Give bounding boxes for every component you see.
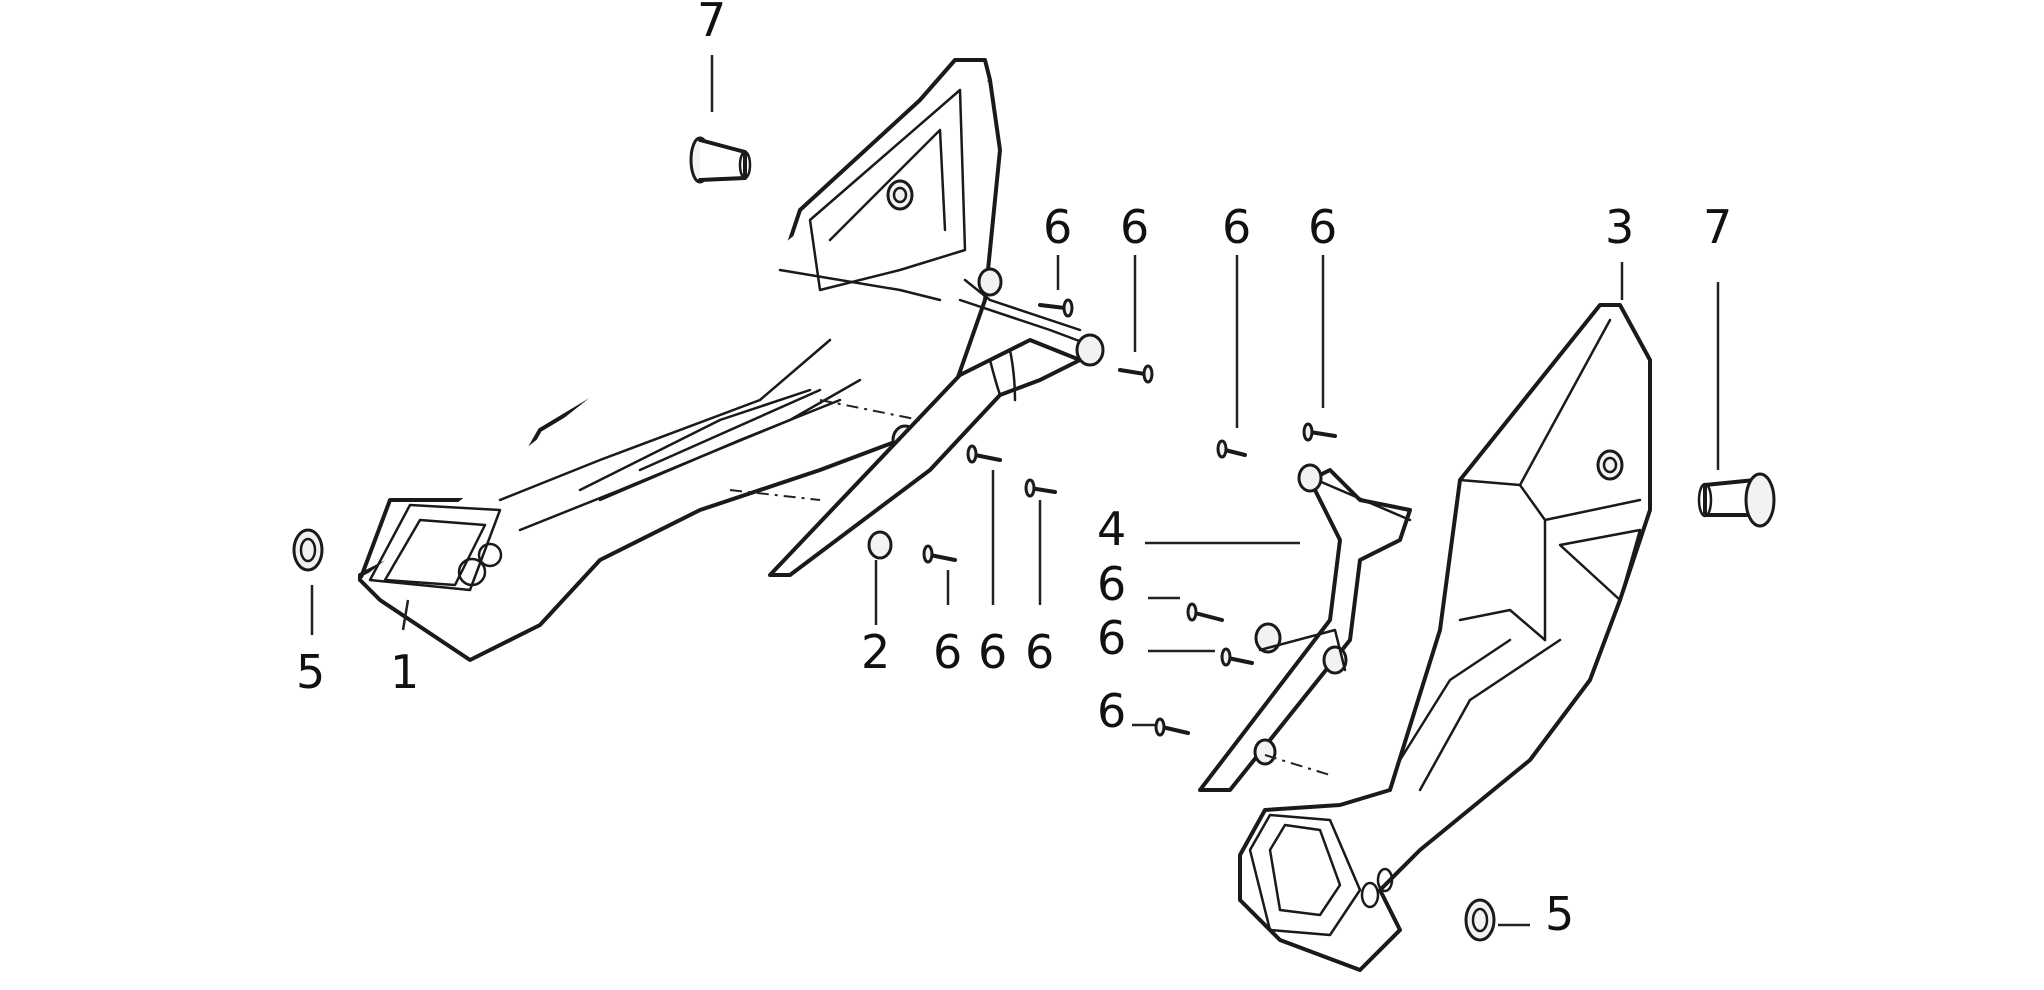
screw-6f xyxy=(1220,647,1254,667)
screw-6e xyxy=(1186,602,1224,622)
callout-6-i: 6 xyxy=(978,625,1007,679)
screw-6c xyxy=(1216,439,1247,459)
callout-5-left: 5 xyxy=(296,645,325,699)
callout-6-a: 6 xyxy=(1043,200,1072,254)
bolt-7-right xyxy=(1697,472,1776,528)
screw-6d xyxy=(1302,422,1337,442)
callout-4: 4 xyxy=(1097,502,1126,556)
screw-6b xyxy=(1118,364,1154,384)
callout-6-h: 6 xyxy=(933,625,962,679)
callout-2: 2 xyxy=(861,625,890,679)
bolt-7-left xyxy=(689,136,752,184)
callout-7-top: 7 xyxy=(697,0,726,47)
left-footrest-bracket xyxy=(358,58,1002,662)
right-heel-guard-plate xyxy=(1198,463,1412,792)
callout-3: 3 xyxy=(1605,200,1634,254)
callout-6-b: 6 xyxy=(1120,200,1149,254)
callout-6-g: 6 xyxy=(1097,684,1126,738)
callout-6-d: 6 xyxy=(1308,200,1337,254)
collar-5-left xyxy=(292,528,324,572)
left-heel-guard-plate xyxy=(768,267,1105,577)
callout-6-f: 6 xyxy=(1097,611,1126,665)
callout-6-e: 6 xyxy=(1097,557,1126,611)
screw-6a xyxy=(1038,298,1074,318)
screw-6j xyxy=(1024,478,1057,498)
callout-6-j: 6 xyxy=(1025,625,1054,679)
right-assembly-centerline xyxy=(1264,754,1331,776)
callout-5-right: 5 xyxy=(1545,887,1574,941)
callout-1: 1 xyxy=(390,645,419,699)
left-assembly-centerline-2 xyxy=(819,399,921,421)
collar-5-right xyxy=(1464,898,1496,942)
screw-6h xyxy=(922,544,957,564)
screw-6g xyxy=(1154,717,1190,737)
screw-6-group xyxy=(922,298,1337,737)
left-assembly-centerline xyxy=(729,489,821,501)
callout-7-right: 7 xyxy=(1703,200,1732,254)
screw-6i xyxy=(966,444,1002,464)
right-footrest-bracket xyxy=(1238,303,1652,972)
callout-6-c: 6 xyxy=(1222,200,1251,254)
leader-lines xyxy=(310,55,1720,927)
